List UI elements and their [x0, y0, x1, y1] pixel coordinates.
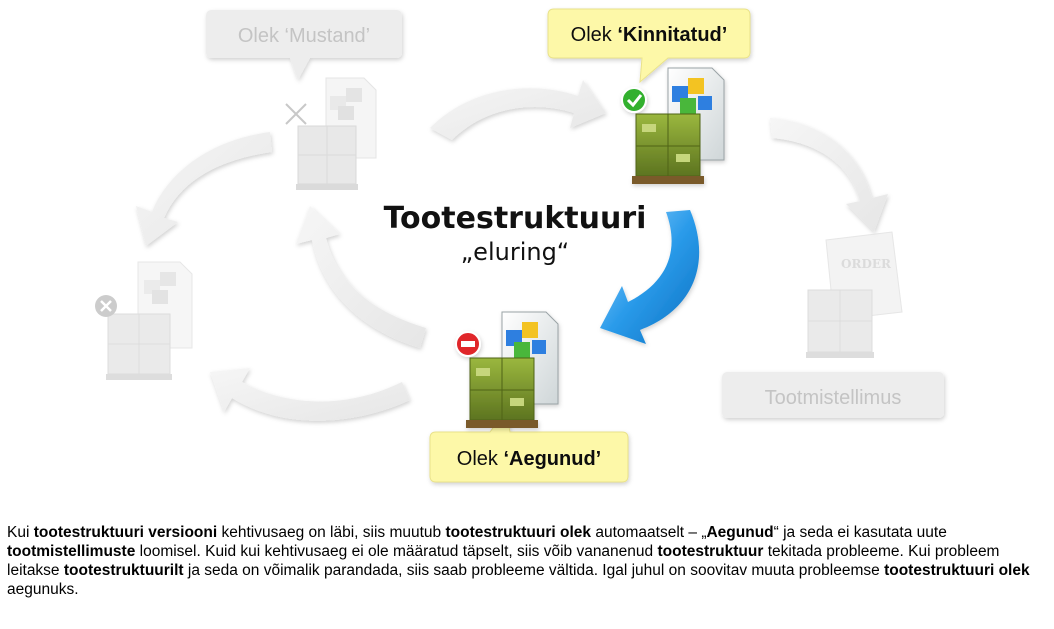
diagram-title: Tootestruktuuri: [384, 201, 647, 236]
arrow-draft-to-confirmed: [430, 80, 606, 140]
svg-text:Olek ‘Mustand’: Olek ‘Mustand’: [238, 25, 370, 47]
production-order-text: Tootmistellimus: [765, 387, 902, 409]
svg-text:Olek ‘Aegunud’: Olek ‘Aegunud’: [457, 448, 601, 470]
description-paragraph: Kui tootestruktuuri versiooni kehtivusae…: [7, 523, 1047, 599]
production-order-icon: ORDER: [806, 231, 903, 358]
svg-text:Olek ‘Kinnitatud’: Olek ‘Kinnitatud’: [571, 24, 728, 46]
state-bubble-confirmed: Olek ‘Kinnitatud’: [547, 8, 751, 84]
arrow-expired-to-cancelled: [210, 368, 410, 421]
description-term: tootmistellimuste: [7, 543, 136, 560]
description-text: Kui: [7, 524, 34, 541]
arrow-expired-to-draft: [296, 206, 426, 348]
confirmed-name: ‘Kinnitatud’: [617, 24, 727, 46]
draft-structure-icon: [285, 77, 377, 190]
expired-structure-icon: [455, 311, 559, 428]
description-term: tootestruktuurilt: [63, 562, 184, 579]
description-text: ja seda on võimalik parandada, siis saab…: [183, 562, 885, 579]
description-term: tootestruktuuri olek: [884, 562, 1030, 579]
draft-prefix: Olek: [238, 25, 285, 47]
pencil-crossed-icon: [285, 103, 307, 125]
arrow-confirmed-to-order: [770, 118, 888, 232]
confirmed-prefix: Olek: [571, 24, 618, 46]
description-text: automaatselt – „: [591, 524, 707, 541]
description-text: loomisel. Kuid kui kehtivusaeg ei ole mä…: [135, 543, 658, 560]
description-term: tootestruktuuri versiooni: [33, 524, 218, 541]
check-icon: [621, 87, 647, 113]
description-term: Aegunud: [706, 524, 774, 541]
cancelled-structure-icon: [95, 261, 193, 380]
description-term: tootestruktuuri olek: [445, 524, 592, 541]
arrow-confirmed-to-expired: [600, 210, 700, 344]
description-text: kehtivusaeg on läbi, siis muutub: [217, 524, 446, 541]
expired-name: ‘Aegunud’: [503, 448, 601, 470]
cycle-arrows: [136, 80, 888, 421]
diagram-subtitle: „eluring“: [461, 238, 570, 266]
arrow-draft-to-cancelled: [136, 132, 272, 246]
description-text: tekitada probleeme. Kui probleem leitaks…: [7, 543, 1000, 579]
order-paper-text: ORDER: [841, 257, 892, 271]
description-text: aegunuks.: [7, 581, 79, 598]
confirmed-structure-icon: [621, 67, 725, 184]
description-term: tootestruktuur: [657, 543, 764, 560]
expired-prefix: Olek: [457, 448, 504, 470]
description-text: “ ja seda ei kasutata uute: [773, 524, 947, 541]
draft-name: ‘Mustand’: [285, 25, 371, 47]
production-order-label: Tootmistellimus: [722, 372, 944, 418]
lifecycle-diagram: Olek ‘Mustand’ Olek ‘Kinnitatud’ Olek ‘A…: [95, 8, 944, 483]
state-bubble-expired: Olek ‘Aegunud’: [429, 408, 629, 483]
state-bubble-draft: Olek ‘Mustand’: [206, 10, 402, 80]
